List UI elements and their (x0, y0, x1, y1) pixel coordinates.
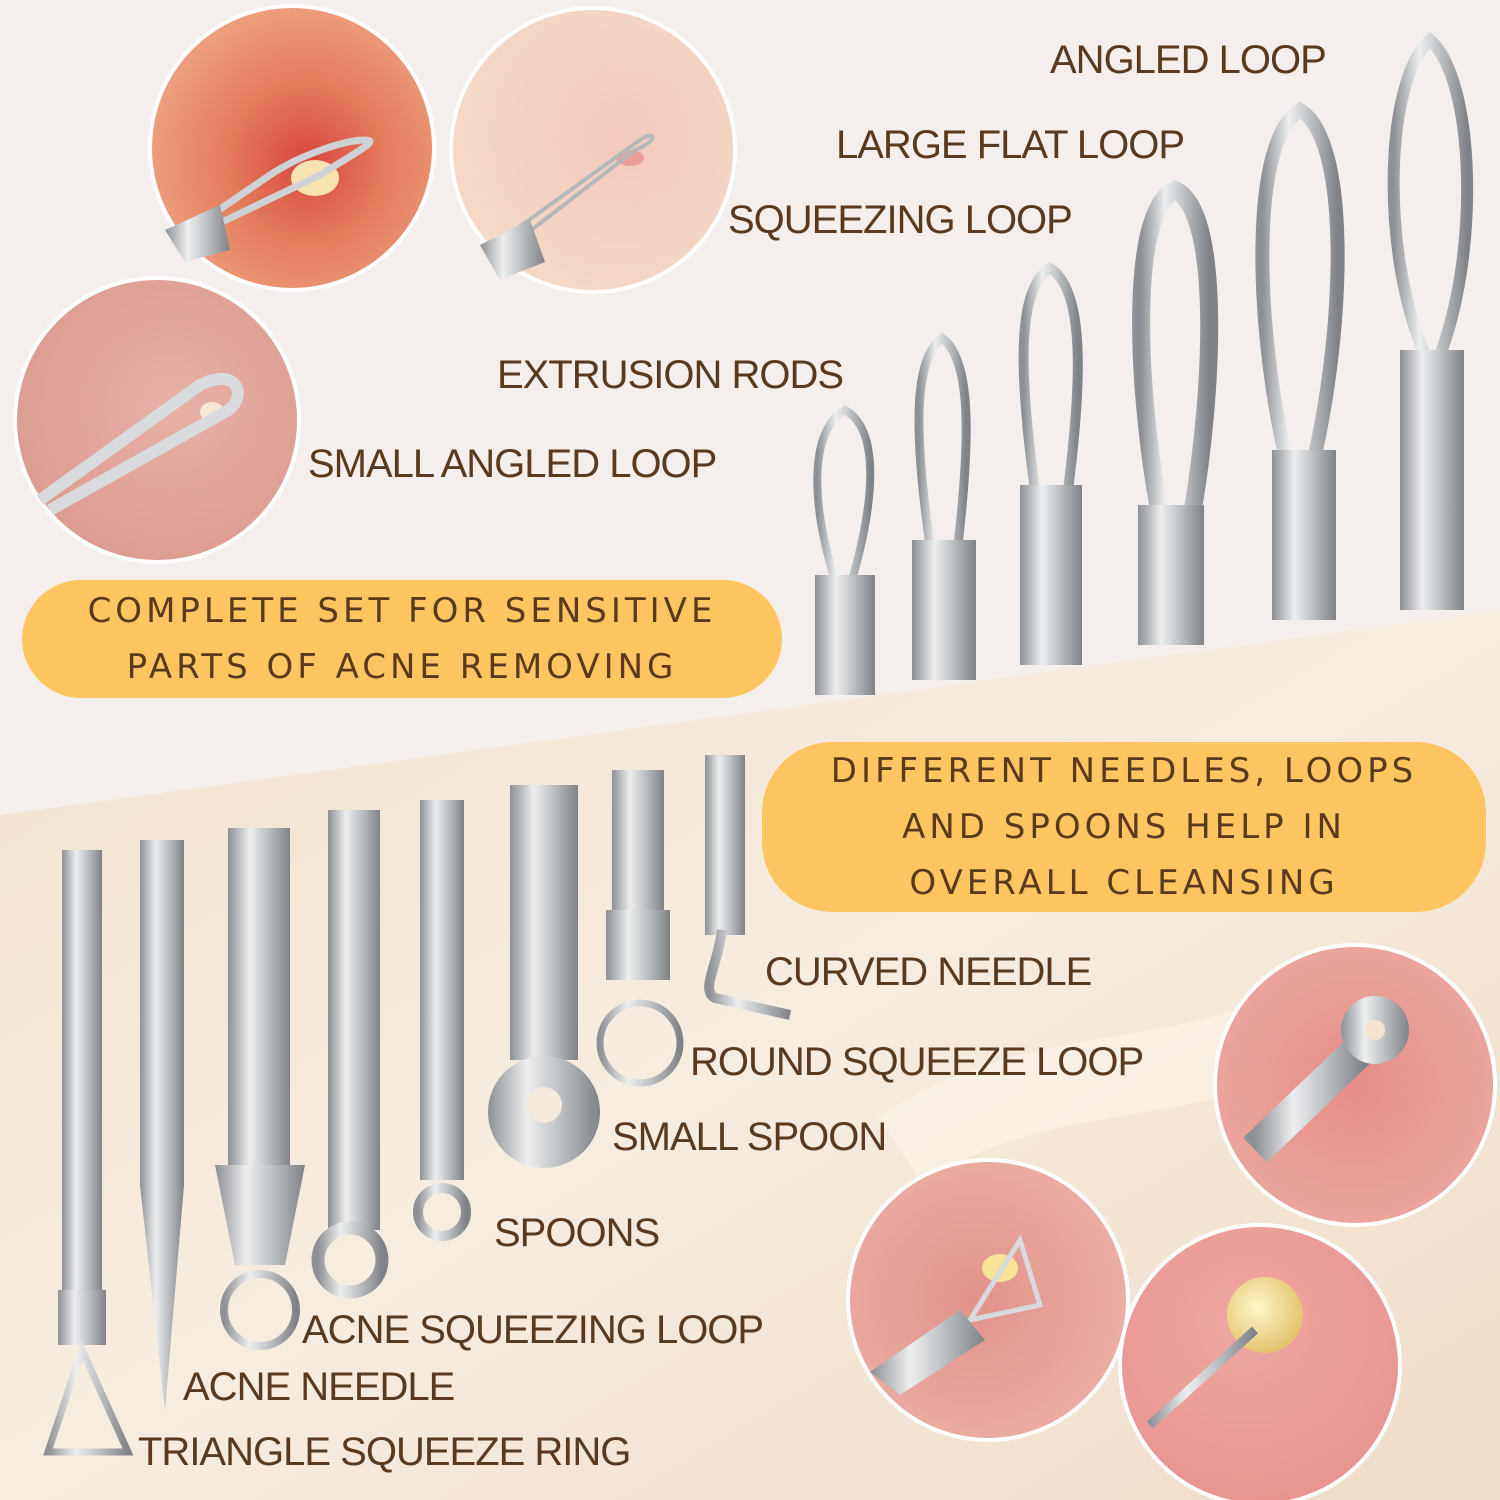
skin-photo-triangle-ring (846, 1158, 1130, 1442)
label-angled-loop: ANGLED LOOP (1050, 38, 1327, 82)
label-acne-squeezing-loop: ACNE SQUEEZING LOOP (302, 1308, 764, 1352)
banner-different-needles-line1: DIFFERENT NEEDLES, LOOPS (830, 751, 1418, 791)
label-small-angled-loop: SMALL ANGLED LOOP (308, 442, 717, 486)
acne-squeezing-loop-tool (215, 828, 305, 1350)
skin-photo-small-loop (13, 276, 301, 564)
banner-complete-set: COMPLETE SET FOR SENSITIVE PARTS OF ACNE… (22, 580, 782, 698)
triangle-squeeze-ring-tool (43, 850, 134, 1456)
spoon-tool-2 (413, 800, 471, 1241)
acne-needle-tool (140, 840, 184, 1410)
banner-complete-set-line2: PARTS OF ACNE REMOVING (126, 647, 678, 687)
label-squeezing-loop: SQUEEZING LOOP (728, 198, 1073, 242)
skin-photo-acne-needle (1118, 1223, 1402, 1500)
spoon-tool-1 (311, 810, 389, 1299)
banner-different-needles-line3: OVERALL CLEANSING (909, 863, 1339, 903)
skin-photo-small-spoon (1213, 943, 1497, 1227)
label-spoons: SPOONS (494, 1211, 660, 1255)
small-spoon-tool (488, 785, 600, 1168)
squeezing-loop-tool (1132, 180, 1219, 645)
label-small-spoon: SMALL SPOON (612, 1115, 887, 1159)
skin-photo-triangle-loop (449, 6, 737, 294)
large-flat-loop-tool (1255, 101, 1345, 620)
extrusion-rod-tool-2 (912, 332, 976, 680)
banner-different-needles: DIFFERENT NEEDLES, LOOPS AND SPOONS HELP… (762, 742, 1486, 912)
label-large-flat-loop: LARGE FLAT LOOP (836, 123, 1185, 167)
skin-photo-acne-loop (148, 4, 436, 292)
label-curved-needle: CURVED NEEDLE (765, 950, 1092, 994)
label-extrusion-rods: EXTRUSION RODS (497, 353, 844, 397)
small-angled-loop-tool (813, 405, 875, 695)
label-triangle-squeeze-ring: TRIANGLE SQUEEZE RING (138, 1430, 631, 1474)
curved-needle-tool (704, 755, 792, 1020)
banner-different-needles-line2: AND SPOONS HELP IN (902, 807, 1346, 847)
extrusion-rod-tool (1018, 262, 1083, 665)
label-round-squeeze-loop: ROUND SQUEEZE LOOP (690, 1040, 1144, 1084)
angled-loop-tool (1387, 31, 1474, 610)
banner-complete-set-line1: COMPLETE SET FOR SENSITIVE (87, 591, 717, 631)
label-acne-needle: ACNE NEEDLE (183, 1365, 455, 1409)
round-squeeze-loop-tool (596, 770, 684, 1087)
